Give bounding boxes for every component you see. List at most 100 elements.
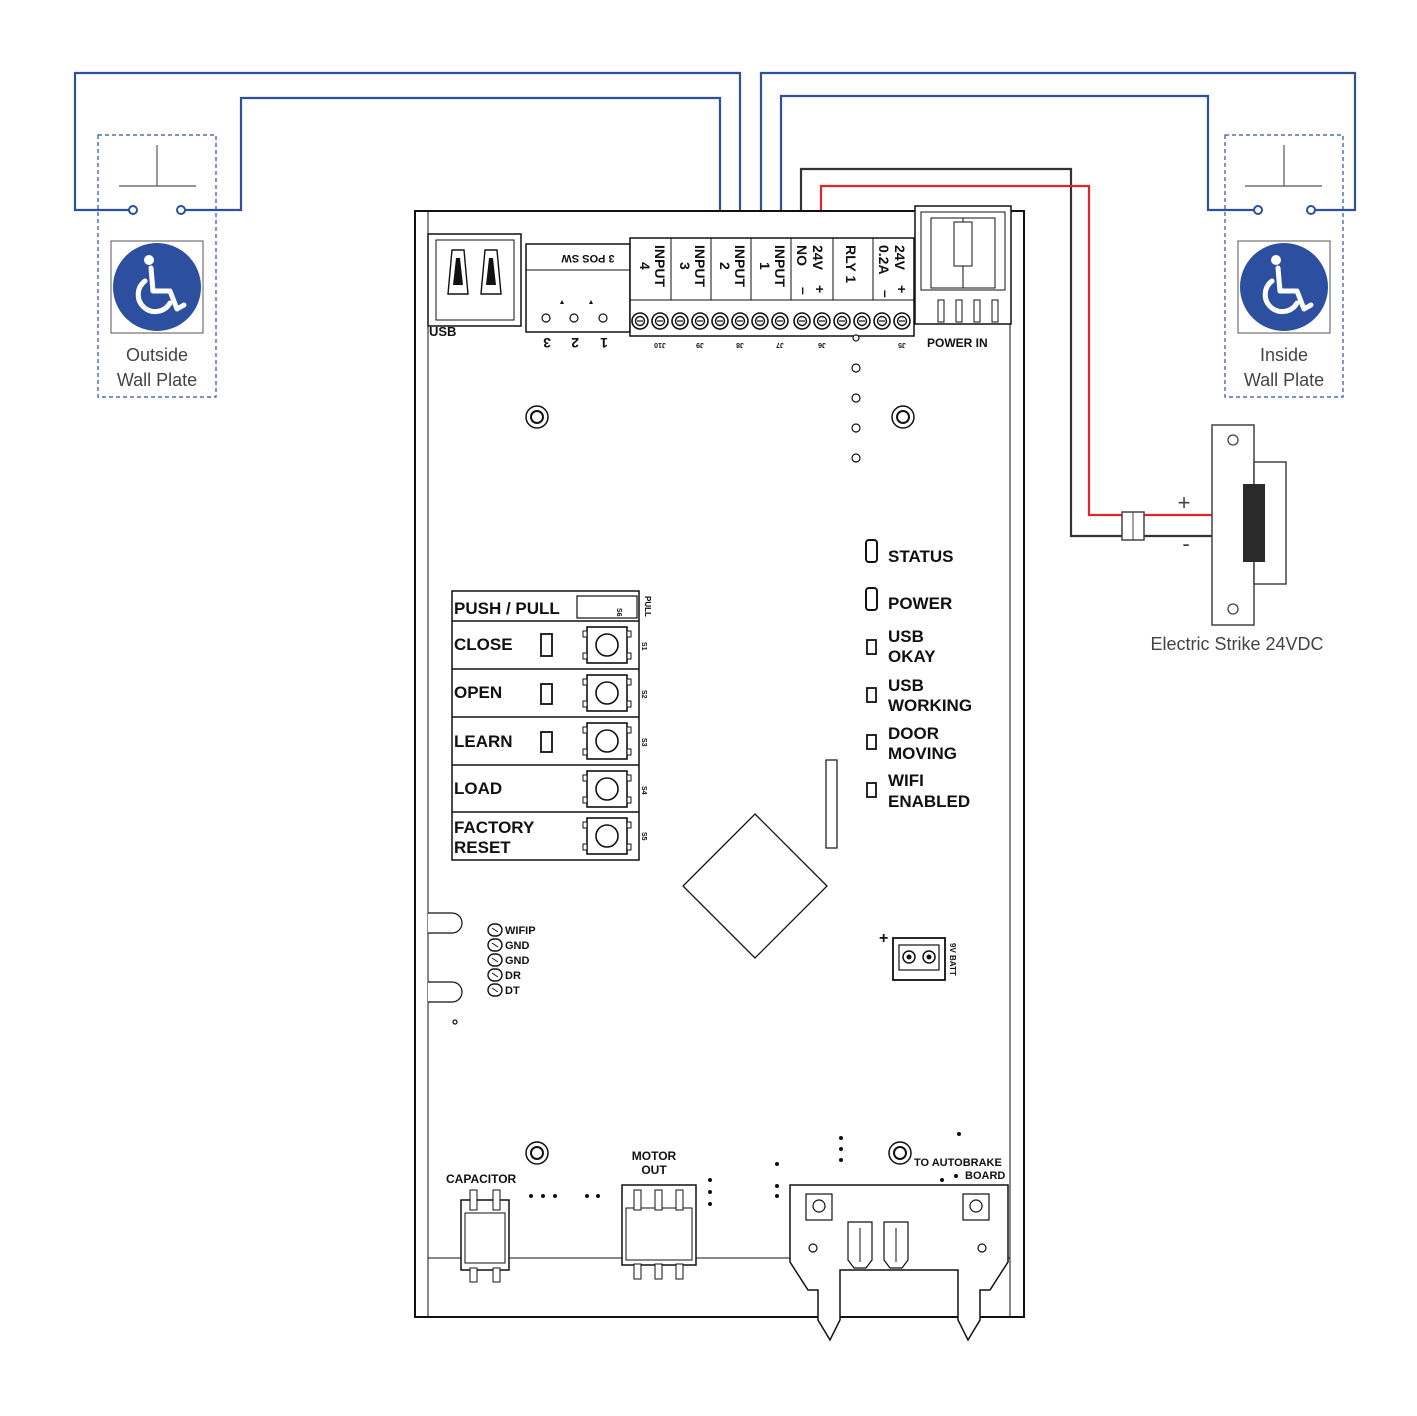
header-pin: WIFIP	[487, 923, 536, 937]
push-pull-label: PUSH / PULL	[454, 599, 560, 618]
push-pull-switch-label: PULL	[643, 596, 652, 617]
led-usb-working	[866, 687, 877, 703]
tact-button[interactable]	[582, 817, 632, 855]
terminal-24v-plus: +	[812, 285, 828, 293]
tact-button[interactable]	[582, 770, 632, 808]
capacitor-connector: CAPACITOR	[446, 1172, 517, 1283]
screw-terminal	[711, 312, 729, 330]
edge-tabs	[428, 912, 463, 1025]
led-wifi-label1: WIFI	[888, 771, 924, 790]
led-usb-okay-label2: OKAY	[888, 647, 936, 666]
led-indicators: STATUS POWER USB OKAY USB WORKING DOOR M…	[865, 539, 972, 811]
header-pin: GND	[487, 953, 530, 967]
terminal-input1-line2: 1	[757, 262, 773, 270]
ref-j8: J8	[736, 341, 744, 348]
terminal-02a-label: 0.2A	[876, 245, 892, 275]
inside-wall-plate: Inside Wall Plate	[1224, 134, 1344, 398]
screw-terminal	[833, 312, 851, 330]
push-pull-switch[interactable]	[576, 595, 638, 619]
autobrake-label1: TO AUTOBRAKE	[914, 1157, 1002, 1169]
ref-s3: S3	[640, 738, 647, 747]
vias-lower	[529, 1132, 961, 1206]
terminal-block: INPUT 4 INPUT 3 INPUT 2 INPUT 1 NO 24V –…	[629, 237, 915, 348]
screw-terminal	[793, 312, 811, 330]
motor-out-label1: MOTOR	[632, 1149, 677, 1163]
usb-port: USB	[427, 233, 522, 339]
terminal-24v2-label: 24V	[892, 245, 908, 271]
inside-plate-label-2: Wall Plate	[1244, 370, 1324, 390]
battery-label: 9V BATT	[948, 943, 957, 976]
tact-button[interactable]	[582, 722, 632, 760]
screw-terminal	[873, 312, 891, 330]
three-position-switch: 3 POS SW 3 2 1	[525, 243, 631, 351]
led-door-moving	[866, 734, 877, 750]
led-power	[865, 587, 878, 611]
screw-terminal	[651, 312, 669, 330]
led-status	[865, 539, 878, 563]
led-wifi-enabled	[866, 782, 877, 798]
factory-reset-label1: FACTORY	[454, 818, 535, 837]
inside-plate-label-1: Inside	[1260, 345, 1308, 365]
wire-strike-positive	[819, 184, 1212, 517]
ref-s1: S1	[640, 642, 647, 651]
screw-terminal	[691, 312, 709, 330]
ref-j6: J6	[818, 341, 826, 348]
screw-terminal	[771, 312, 789, 330]
screw-terminal	[631, 312, 649, 330]
mounting-holes	[525, 405, 915, 1165]
screw-terminal	[893, 312, 911, 330]
led-usb-working-label2: WORKING	[888, 696, 972, 715]
ref-s4: S4	[640, 786, 647, 795]
terminal-input2-line1: INPUT	[732, 245, 748, 287]
led-power-label: POWER	[888, 594, 952, 613]
power-in-connector: POWER IN	[914, 205, 1012, 350]
outside-plate-label-2: Wall Plate	[117, 370, 197, 390]
screw-terminal	[813, 312, 831, 330]
wheelchair-icon	[1240, 243, 1328, 331]
ref-j9: J9	[696, 341, 704, 348]
button-panel: PUSH / PULL PULL S6 CLOSE OPEN LEARN LOA…	[451, 590, 652, 861]
outside-wall-plate: Outside Wall Plate	[97, 134, 217, 398]
header-pin-label: DT	[505, 985, 520, 997]
wheelchair-icon	[113, 243, 201, 331]
wire-outside-a	[73, 71, 742, 242]
pos-switch-title: 3 POS SW	[561, 252, 615, 264]
push-pull-sw-ref: S6	[615, 608, 622, 617]
wire-strike-negative	[799, 167, 1212, 538]
terminal-input4-line1: INPUT	[652, 245, 668, 287]
led-wifi-label2: ENABLED	[888, 792, 970, 811]
terminal-input2-line2: 2	[717, 262, 733, 270]
ref-j10: J10	[654, 341, 666, 348]
terminal-input4-line2: 4	[637, 262, 653, 270]
battery-connector: + 9V BATT	[879, 930, 957, 981]
header-pin: DR	[487, 968, 521, 982]
led-usb-working-label1: USB	[888, 676, 924, 695]
close-label: CLOSE	[454, 635, 513, 654]
electric-strike: + - Electric Strike 24VDC	[1121, 424, 1324, 654]
terminal-no-minus: –	[796, 287, 812, 295]
led-status-label: STATUS	[888, 547, 953, 566]
power-in-label: POWER IN	[927, 336, 988, 350]
ref-s5: S5	[640, 832, 647, 841]
header-pin-label: WIFIP	[505, 925, 536, 937]
tact-button[interactable]	[582, 674, 632, 712]
ref-s2: S2	[640, 690, 647, 699]
control-board: USB 3 POS SW 3 2 1 INPUT	[414, 205, 1025, 1342]
header-pin-label: GND	[505, 940, 530, 952]
autobrake-label2: BOARD	[965, 1170, 1005, 1182]
motor-out-label2: OUT	[641, 1163, 667, 1177]
terminal-24v2-plus: +	[894, 285, 910, 293]
battery-plus: +	[879, 930, 888, 947]
tact-button[interactable]	[582, 626, 632, 664]
autobrake-connector: TO AUTOBRAKE BOARD	[789, 1157, 1009, 1342]
terminal-input3-line1: INPUT	[692, 245, 708, 287]
motor-out-connector: MOTOR OUT	[621, 1149, 697, 1280]
wire-inside-a	[759, 71, 1357, 242]
pos-pin-3: 3	[543, 335, 551, 351]
capacitor-label: CAPACITOR	[446, 1172, 517, 1186]
wires	[73, 71, 1357, 538]
strike-label: Electric Strike 24VDC	[1150, 634, 1323, 654]
led-door-moving-label1: DOOR	[888, 724, 939, 743]
